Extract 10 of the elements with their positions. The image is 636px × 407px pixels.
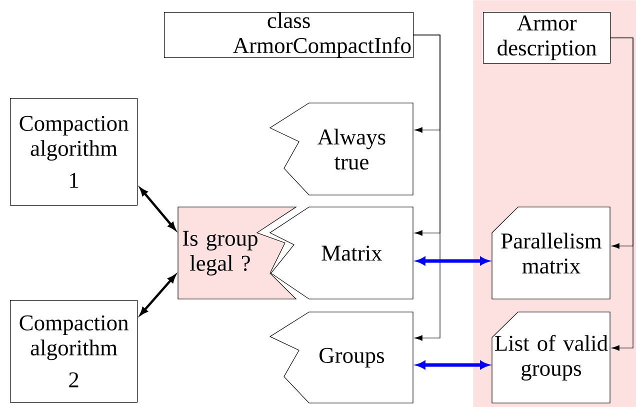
- connector-arrow: [413, 34, 440, 341]
- description-box: Armor description: [483, 12, 611, 64]
- compaction-box: Compaction algorithm 1: [10, 98, 138, 206]
- double-arrow: [416, 361, 489, 369]
- double-arrow: [140, 188, 176, 230]
- compaction-box: Compaction algorithm 2: [10, 300, 138, 403]
- double-arrow: [416, 257, 489, 265]
- double-arrow: [140, 274, 176, 316]
- connector-arrow: [610, 38, 634, 351]
- class-box: class ArmorCompactInfo: [164, 12, 414, 58]
